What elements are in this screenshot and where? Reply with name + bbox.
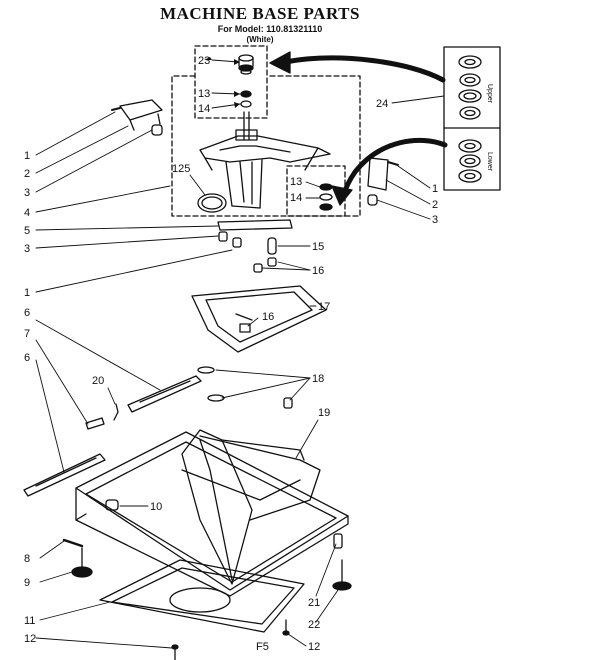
foot-part-9	[71, 547, 93, 578]
callout-13: 13	[198, 88, 210, 100]
seal-ring-lower	[458, 139, 482, 183]
callout-16: 16	[262, 311, 274, 323]
gasket-kit-box	[443, 46, 501, 191]
pad-part-7	[85, 417, 105, 430]
callout-3: 3	[432, 214, 438, 226]
callout-1: 1	[432, 183, 438, 195]
color-variant: (White)	[246, 35, 274, 44]
leg-part-21	[333, 533, 343, 549]
clip-part-16-upper	[253, 257, 277, 273]
frame-part-17	[191, 285, 327, 353]
rail-part-6-upper	[127, 375, 202, 413]
callout-16: 16	[312, 265, 324, 277]
bracket-left-top	[111, 99, 163, 136]
bumper-part-10	[105, 499, 119, 511]
seal-part-23	[238, 54, 254, 75]
callout-22: 22	[308, 619, 320, 631]
callout-9: 9	[24, 577, 30, 589]
callout-10: 10	[150, 501, 162, 513]
callout-17: 17	[318, 301, 330, 313]
mount-part-18	[197, 366, 293, 409]
callout-12: 12	[24, 633, 36, 645]
callout-3: 3	[24, 243, 30, 255]
kit-upper-label: Upper	[486, 84, 493, 104]
callout-4: 4	[24, 207, 30, 219]
callout-14: 14	[290, 192, 302, 204]
screw-part-12-right	[282, 619, 290, 636]
washers-13-14-right	[319, 183, 333, 211]
rail-part-6-lower	[23, 453, 106, 497]
model-number: For Model: 110.81321110	[217, 24, 323, 34]
ring-gasket-125	[197, 193, 227, 213]
callout-12: 12	[308, 641, 320, 653]
washer-13-upper	[240, 90, 252, 98]
callout-2: 2	[432, 199, 438, 211]
bottom-tray-part-11	[99, 559, 305, 633]
bracket-right	[367, 157, 399, 206]
leveling-leg-part-8	[62, 538, 84, 548]
callout-7: 7	[24, 328, 30, 340]
kit-lower-label: Lower	[486, 152, 493, 172]
callout-19: 19	[318, 407, 330, 419]
leader-arrowheads	[204, 57, 240, 108]
callout-5: 5	[24, 225, 30, 237]
bolt-part-15	[267, 237, 277, 255]
dashed-group-box-top	[171, 45, 361, 217]
callout-1: 1	[24, 287, 30, 299]
callout-13: 13	[290, 176, 302, 188]
callout-labels: 23 13 14 24 1 2 3 4 125 13 14 1 2 3 5 3 …	[24, 55, 438, 653]
callout-18: 18	[312, 373, 324, 385]
callout-21: 21	[308, 597, 320, 609]
rail-part-5	[217, 219, 293, 248]
callout-2: 2	[24, 168, 30, 180]
seal-ring-upper	[458, 55, 482, 120]
foot-part-22	[332, 559, 352, 591]
pointer-arrow-upper	[269, 51, 446, 83]
callout-F5: F5	[256, 641, 269, 653]
spring-part-20	[113, 403, 119, 421]
transmission-assembly	[199, 111, 331, 209]
diagram-title: MACHINE BASE PARTS	[160, 4, 360, 23]
callout-14: 14	[198, 103, 210, 115]
callout-1: 1	[24, 150, 30, 162]
callout-3: 3	[24, 187, 30, 199]
pointer-arrow-lower	[331, 137, 448, 206]
callout-23: 23	[198, 55, 210, 67]
callout-6: 6	[24, 352, 30, 364]
callout-11: 11	[24, 615, 35, 627]
callout-6: 6	[24, 307, 30, 319]
callout-24: 24	[376, 98, 388, 110]
washer-14-upper	[240, 100, 252, 108]
base-frame-assembly	[75, 429, 349, 597]
callout-8: 8	[24, 553, 30, 565]
screw-part-12-left	[171, 644, 179, 660]
callout-15: 15	[312, 241, 324, 253]
callout-20: 20	[92, 375, 104, 387]
callout-125: 125	[172, 163, 190, 175]
